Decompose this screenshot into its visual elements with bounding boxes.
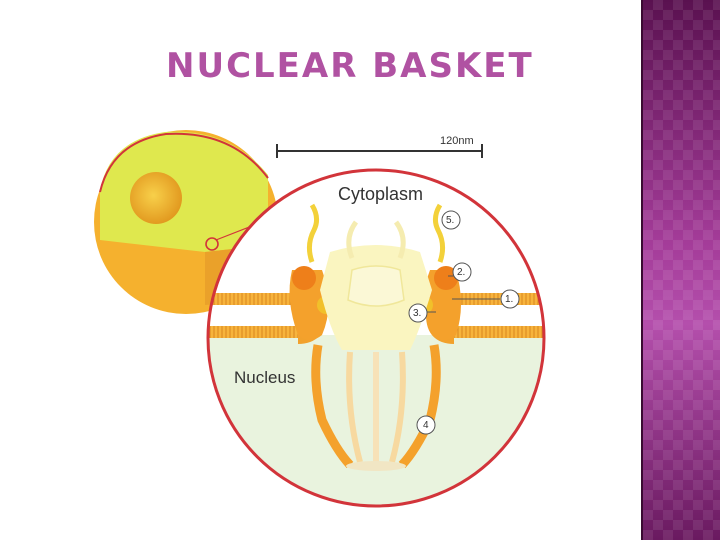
marker-2: 2.	[448, 262, 472, 282]
marker-4-label: 4	[423, 420, 429, 431]
marker-5-label: 5.	[446, 215, 454, 226]
magnifier-ring	[206, 168, 546, 508]
marker-1-label: 1.	[505, 294, 513, 305]
basket-distal-ring	[346, 461, 406, 471]
basket-strut-inner-left	[346, 351, 363, 463]
scale-bar-label: 120nm	[440, 135, 474, 147]
cytoplasmic-filament-left	[306, 203, 320, 263]
nuclear-pore-diagram: 120nm Cytoplasm	[94, 130, 546, 508]
marker-1: 1.	[452, 289, 520, 309]
ring-right	[434, 266, 458, 290]
cytoplasmic-filament-center-right	[393, 220, 406, 259]
marker-5: 5.	[441, 210, 461, 230]
basket-strut-inner-right	[389, 351, 406, 463]
marker-3: 3.	[408, 303, 436, 323]
inner-membrane-left	[208, 326, 300, 338]
cytoplasm-label: Cytoplasm	[338, 184, 423, 204]
side-panel-edge	[641, 0, 643, 540]
nuclear-envelope-outline	[99, 132, 269, 193]
nucleolus	[130, 172, 182, 224]
inner-membrane-right	[452, 326, 544, 338]
cytoplasmic-filament-right	[432, 203, 446, 263]
decorative-side-panel	[643, 0, 720, 540]
nucleus-region	[208, 335, 544, 506]
basket-strut-left	[311, 344, 354, 469]
scale-bar	[276, 144, 483, 158]
outer-membrane-left	[208, 293, 300, 305]
cell-illustration	[94, 130, 278, 314]
central-plug	[347, 265, 405, 307]
ring-left	[292, 266, 316, 290]
nucleus-label: Nucleus	[234, 368, 295, 387]
marker-4: 4	[416, 415, 436, 435]
slide-title: NUCLEAR BASKET	[166, 46, 534, 86]
marker-2-label: 2.	[457, 267, 465, 278]
cytoplasmic-filament-center-left	[346, 220, 359, 259]
magnifier-point	[205, 237, 219, 251]
marker-3-label: 3.	[413, 308, 421, 319]
cell-cutaway	[100, 131, 268, 252]
